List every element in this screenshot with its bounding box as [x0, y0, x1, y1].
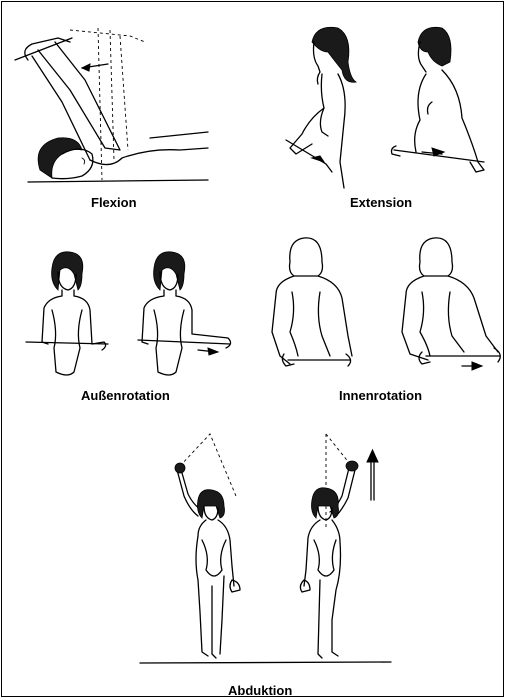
hair	[198, 490, 225, 518]
torso	[202, 540, 226, 576]
motion-path-dashed	[180, 434, 236, 496]
head-back	[290, 238, 323, 276]
aussenrotation-illustration	[24, 252, 236, 382]
floor-line	[28, 180, 208, 182]
motion-path-dashed	[70, 30, 145, 42]
arm-left	[38, 42, 120, 150]
label-abduktion: Abduktion	[228, 683, 292, 698]
face	[58, 272, 76, 290]
hair	[312, 488, 339, 518]
flexion-illustration	[10, 20, 210, 190]
label-innenrotation: Innenrotation	[339, 388, 422, 403]
floor-line	[140, 662, 391, 663]
extension-illustration	[282, 22, 492, 190]
face	[204, 506, 218, 520]
hair	[154, 252, 185, 290]
hair	[418, 27, 451, 66]
hair	[38, 138, 82, 178]
stick	[138, 340, 230, 344]
label-aussenrotation: Außenrotation	[81, 388, 170, 403]
head-back	[420, 238, 453, 276]
innenrotation-illustration	[268, 236, 504, 376]
arm	[290, 108, 324, 154]
label-flexion: Flexion	[91, 195, 137, 210]
label-extension: Extension	[350, 195, 412, 210]
abduktion-illustration	[136, 430, 396, 668]
hair	[52, 252, 83, 290]
